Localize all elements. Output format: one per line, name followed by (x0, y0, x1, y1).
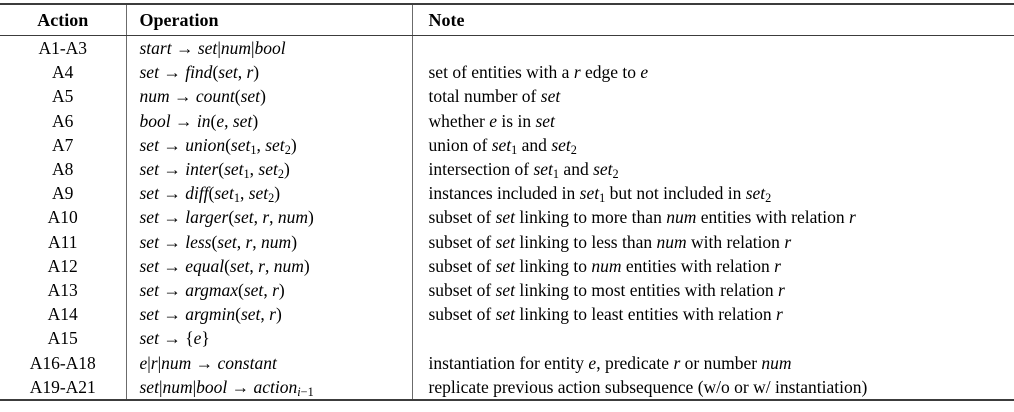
operation-cell: bool → in(e, set) (126, 108, 413, 133)
action-cell: A6 (0, 108, 127, 133)
column-header-note: Note (412, 4, 1014, 36)
note-cell: subset of set linking to least entities … (428, 304, 783, 325)
note-cell: union of set1 and set2 (428, 134, 577, 157)
action-cell: A9 (0, 181, 127, 206)
note-cell: set of entities with a r edge to e (428, 62, 649, 83)
action-cell: A14 (0, 302, 127, 327)
action-cell: A8 (0, 157, 127, 182)
action-cell: A12 (0, 253, 127, 279)
note-cell: instantiation for entity e, predicate r … (428, 352, 792, 373)
action-cell: A5 (0, 84, 127, 109)
note-cell (412, 36, 1014, 61)
operation-cell: set → {e} (126, 326, 413, 351)
operation-cell: num → count(set) (126, 84, 413, 109)
note-cell (412, 326, 1014, 350)
operation-cell: set → larger(set, r, num) (126, 205, 413, 230)
action-cell: A16-A18 (0, 350, 127, 375)
action-cell: A10 (0, 205, 127, 230)
operation-cell: start → set|num|bool (126, 35, 413, 61)
note-cell: total number of set (428, 86, 561, 107)
note-cell: instances included in set1 but not inclu… (428, 183, 772, 206)
operation-cell: set → argmin(set, r) (126, 302, 413, 327)
operation-cell: e|r|num → constant (126, 350, 413, 375)
action-cell: A1-A3 (0, 35, 127, 61)
action-cell: A19-A21 (0, 374, 127, 401)
operation-cell: set|num|bool → actioni−1 (126, 374, 413, 401)
column-header-operation: Operation (126, 4, 413, 36)
operation-cell: set → find(set, r) (126, 60, 413, 85)
note-cell: subset of set linking to more than num e… (428, 207, 856, 228)
action-cell: A13 (0, 278, 127, 303)
table-header: Action Operation Note (0, 4, 1014, 36)
operation-cell: set → argmax(set, r) (126, 278, 413, 303)
operation-cell: set → inter(set1, set2) (126, 157, 413, 182)
note-cell: subset of set linking to less than num w… (428, 231, 792, 252)
operation-cell: set → diff(set1, set2) (126, 181, 413, 206)
operation-cell: set → union(set1, set2) (126, 132, 413, 158)
operation-cell: set → less(set, r, num) (126, 229, 413, 254)
note-cell: whether e is in set (428, 110, 555, 131)
note-cell: replicate previous action subsequence (w… (428, 376, 868, 397)
action-cell: A11 (0, 229, 127, 254)
action-cell: A15 (0, 326, 127, 351)
note-cell: subset of set linking to num entities wi… (428, 255, 781, 276)
header-row: Action Operation Note (0, 4, 1014, 36)
action-cell: A4 (0, 60, 127, 85)
note-cell: subset of set linking to most entities w… (428, 280, 785, 301)
column-header-action: Action (0, 4, 127, 36)
operation-cell: set → equal(set, r, num) (126, 253, 413, 279)
action-cell: A7 (0, 132, 127, 158)
note-cell: intersection of set1 and set2 (428, 159, 619, 182)
